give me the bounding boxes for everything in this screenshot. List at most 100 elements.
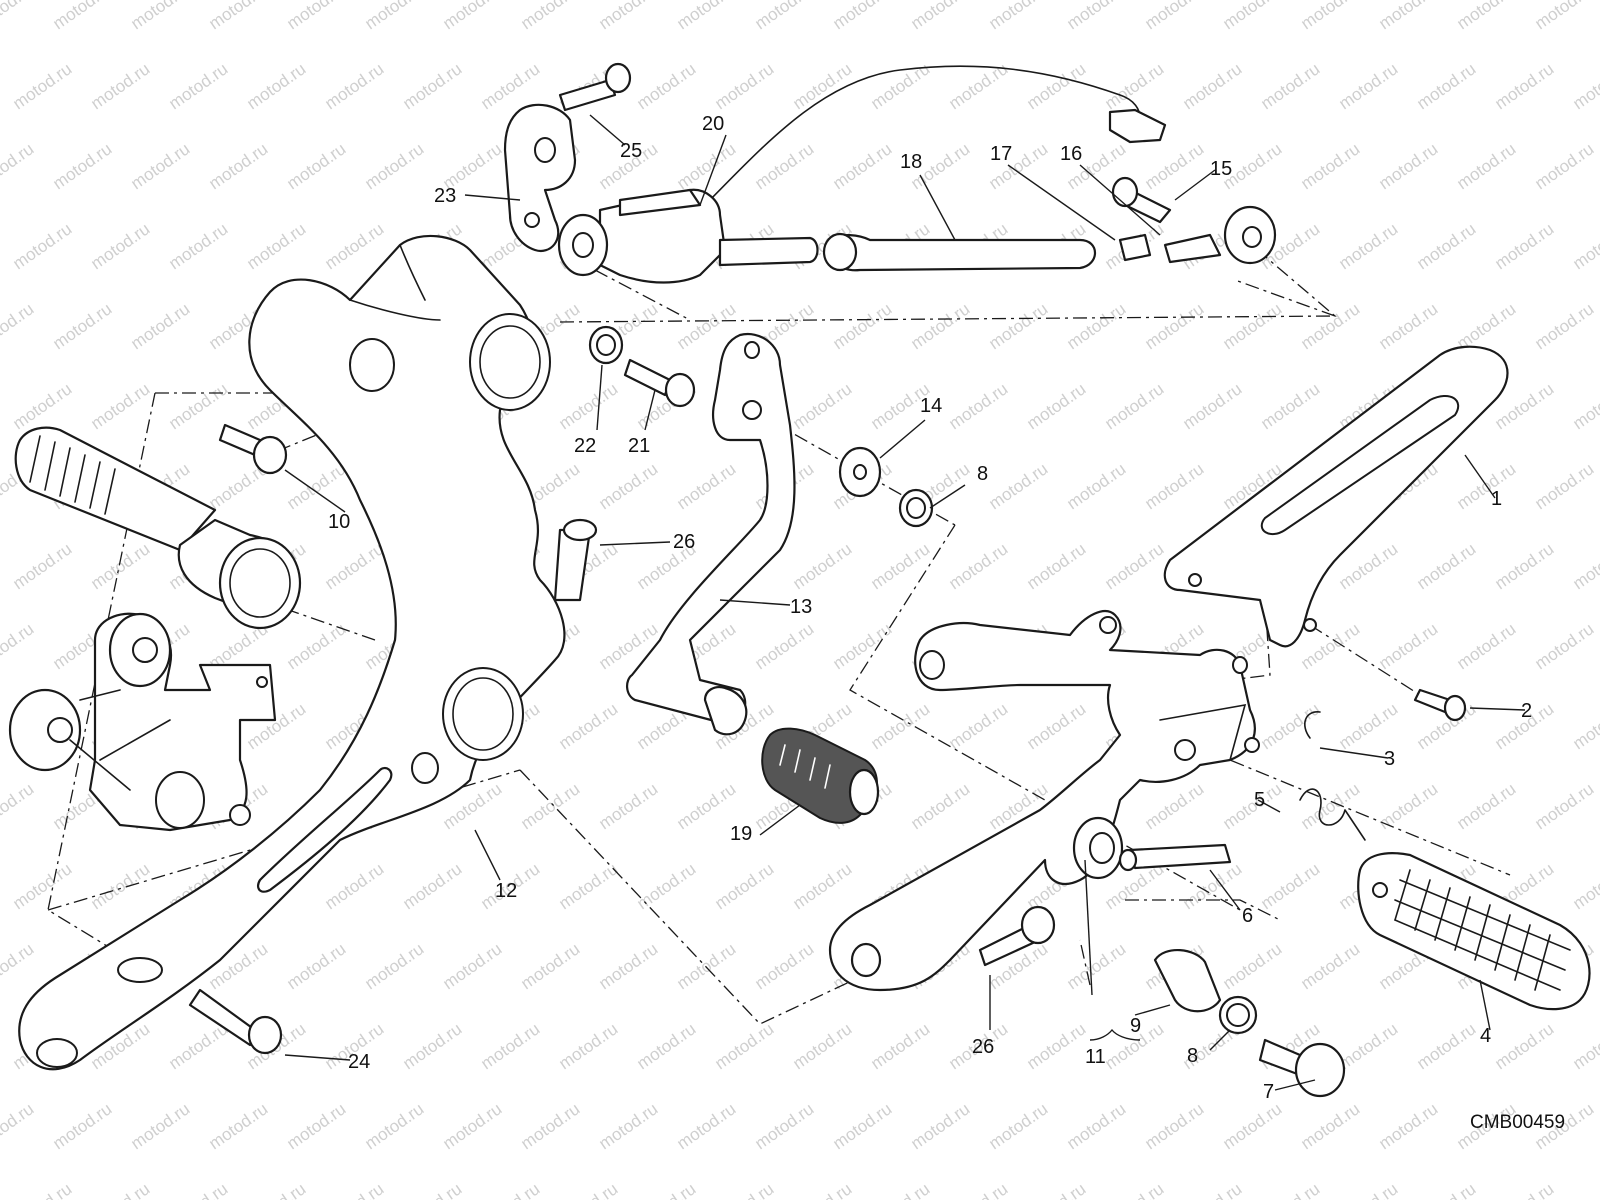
watermark-text: motod.ru: [555, 1019, 621, 1073]
watermark-text: motod.ru: [283, 939, 349, 993]
watermark-text: motod.ru: [829, 619, 895, 673]
watermark-text: motod.ru: [1569, 539, 1600, 593]
watermark-text: motod.ru: [1413, 1179, 1479, 1200]
watermark-text: motod.ru: [595, 1099, 661, 1153]
watermark-text: motod.ru: [1219, 779, 1285, 833]
watermark-text: motod.ru: [0, 299, 37, 353]
watermark-text: motod.ru: [1569, 379, 1600, 433]
watermark-text: motod.ru: [829, 0, 895, 33]
watermark-text: motod.ru: [1219, 0, 1285, 33]
bolts: [188, 62, 1467, 1098]
watermark-text: motod.ru: [1297, 0, 1363, 33]
callout-7: 7: [1263, 1081, 1274, 1103]
watermark-text: motod.ru: [0, 939, 37, 993]
watermark-text: motod.ru: [243, 59, 309, 113]
watermark-text: motod.ru: [0, 139, 37, 193]
watermark-text: motod.ru: [1569, 699, 1600, 753]
watermark-text: motod.ru: [789, 379, 855, 433]
watermark-text: motod.ru: [1141, 139, 1207, 193]
watermark-text: motod.ru: [87, 859, 153, 913]
watermark-text: motod.ru: [9, 1179, 75, 1200]
watermark-text: motod.ru: [321, 539, 387, 593]
watermark-text: motod.ru: [1101, 379, 1167, 433]
callout-6: 6: [1242, 905, 1253, 927]
callout-21: 21: [628, 435, 650, 457]
watermark-text: motod.ru: [165, 1019, 231, 1073]
watermark-text: motod.ru: [399, 59, 465, 113]
watermark-text: motod.ru: [985, 1099, 1051, 1153]
watermark-text: motod.ru: [1453, 139, 1519, 193]
watermark-text: motod.ru: [49, 139, 115, 193]
watermark-text: motod.ru: [711, 1179, 777, 1200]
watermark-text: motod.ru: [945, 1179, 1011, 1200]
watermark-text: motod.ru: [9, 539, 75, 593]
selector-arm-part: [503, 103, 577, 253]
watermark-text: motod.ru: [673, 139, 739, 193]
watermark-text: motod.ru: [1453, 299, 1519, 353]
watermark-text: motod.ru: [477, 1179, 543, 1200]
watermark-text: motod.ru: [1453, 619, 1519, 673]
watermark-text: motod.ru: [1375, 0, 1441, 33]
watermark-text: motod.ru: [1531, 459, 1597, 513]
watermark-text: motod.ru: [127, 0, 193, 33]
watermark-text: motod.ru: [439, 1099, 505, 1153]
watermark-text: motod.ru: [1141, 299, 1207, 353]
watermark-text: motod.ru: [1023, 1179, 1089, 1200]
watermark-text: motod.ru: [243, 219, 309, 273]
watermark-text: motod.ru: [1491, 1179, 1557, 1200]
watermark-text: motod.ru: [1413, 219, 1479, 273]
watermark-text: motod.ru: [751, 619, 817, 673]
watermark-text: motod.ru: [517, 1099, 583, 1153]
watermark-text: motod.ru: [1569, 59, 1600, 113]
callout-15: 15: [1210, 158, 1232, 180]
callout-26b: 26: [972, 1036, 994, 1058]
watermark-text: motod.ru: [9, 59, 75, 113]
watermark-text: motod.ru: [283, 139, 349, 193]
watermark-text: motod.ru: [985, 459, 1051, 513]
watermark-text: motod.ru: [165, 379, 231, 433]
callout-10: 10: [328, 511, 350, 533]
watermark-text: motod.ru: [751, 139, 817, 193]
watermark-text: motod.ru: [205, 0, 271, 33]
watermark-text: motod.ru: [399, 859, 465, 913]
callout-8a: 8: [977, 463, 988, 485]
footpeg-part: [1357, 852, 1591, 1011]
watermark-text: motod.ru: [1023, 1019, 1089, 1073]
watermark-text: motod.ru: [907, 779, 973, 833]
callout-2: 2: [1521, 700, 1532, 722]
callout-25: 25: [620, 140, 642, 162]
watermark-text: motod.ru: [1375, 299, 1441, 353]
watermark-text: motod.ru: [1531, 299, 1597, 353]
watermark-text: motod.ru: [1179, 59, 1245, 113]
watermark-text: motod.ru: [1219, 1099, 1285, 1153]
watermark-text: motod.ru: [555, 1179, 621, 1200]
watermark-text: motod.ru: [87, 379, 153, 433]
watermark-text: motod.ru: [1023, 539, 1089, 593]
callout-18: 18: [900, 151, 922, 173]
watermark-text: motod.ru: [477, 1019, 543, 1073]
watermark-text: motod.ru: [9, 219, 75, 273]
callout-24: 24: [348, 1051, 370, 1073]
watermark-text: motod.ru: [633, 1179, 699, 1200]
watermark-text: motod.ru: [1375, 779, 1441, 833]
watermark-text: motod.ru: [867, 539, 933, 593]
callout-11: 11: [1085, 1046, 1106, 1068]
watermark-text: motod.ru: [1569, 1179, 1600, 1200]
watermark-text: motod.ru: [789, 1019, 855, 1073]
watermark-text: motod.ru: [985, 0, 1051, 33]
watermark-text: motod.ru: [1569, 219, 1600, 273]
watermark-text: motod.ru: [439, 939, 505, 993]
watermark-text: motod.ru: [165, 1179, 231, 1200]
watermark-text: motod.ru: [789, 1179, 855, 1200]
watermark-text: motod.ru: [1179, 1179, 1245, 1200]
watermark-text: motod.ru: [361, 1099, 427, 1153]
watermark-text: motod.ru: [205, 1099, 271, 1153]
watermark-text: motod.ru: [1375, 139, 1441, 193]
watermark-text: motod.ru: [205, 139, 271, 193]
watermark-text: motod.ru: [789, 539, 855, 593]
watermark-text: motod.ru: [49, 0, 115, 33]
watermark-text: motod.ru: [1063, 0, 1129, 33]
callout-13: 13: [790, 596, 812, 618]
watermark-text: motod.ru: [9, 859, 75, 913]
pushrod-switch-part: [557, 65, 1277, 284]
